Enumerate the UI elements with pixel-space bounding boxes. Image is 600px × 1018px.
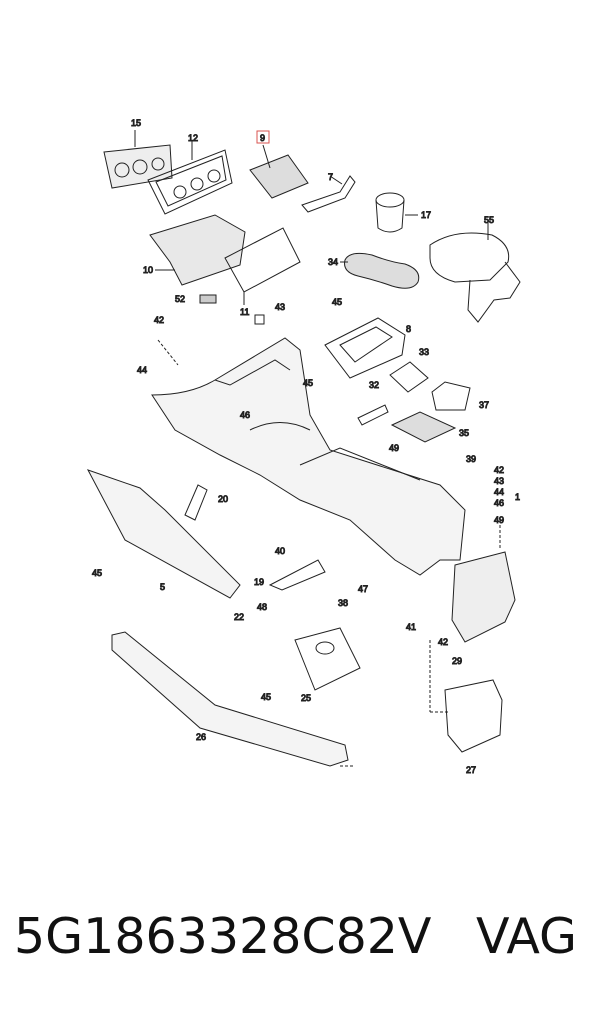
part-10-tray	[149, 214, 246, 286]
part-12-trim-panel	[147, 140, 233, 215]
callout-42c: 42	[438, 637, 448, 647]
callout-42b: 42	[494, 465, 504, 475]
callout-labels: 15 12 9 7 17 55 34 10 52 11 43 45 8 42 4…	[92, 118, 521, 776]
part-35-mat	[390, 411, 457, 443]
part-52-clip	[199, 294, 217, 304]
part-55-armrest	[429, 220, 521, 323]
part-32-bracket	[357, 404, 389, 426]
callout-43b: 43	[494, 476, 504, 486]
part-5-side-trim	[86, 469, 241, 599]
callout-11: 11	[240, 307, 249, 317]
part-number: 5G1863328C82V	[14, 908, 432, 965]
part-9-storage-mat	[249, 144, 309, 199]
callout-27: 27	[466, 765, 476, 775]
callout-34: 34	[328, 257, 338, 267]
part-37-bracket	[431, 381, 471, 411]
callout-26: 26	[196, 732, 206, 742]
highlight-box-9	[256, 130, 270, 144]
callout-44b: 44	[494, 487, 504, 497]
part-33-lid	[389, 361, 429, 393]
part-26-floor-trim	[111, 631, 349, 767]
callout-48: 48	[257, 602, 267, 612]
part-25-shifter	[294, 627, 361, 691]
callout-46a: 46	[240, 410, 250, 420]
callout-45a: 45	[332, 297, 342, 307]
callout-42a: 42	[154, 315, 164, 325]
callout-44a: 44	[137, 365, 147, 375]
callout-52: 52	[175, 294, 185, 304]
callout-17: 17	[421, 210, 431, 220]
callout-12: 12	[188, 133, 198, 143]
callout-20: 20	[218, 494, 228, 504]
callout-45c: 45	[92, 568, 102, 578]
callout-5: 5	[160, 582, 165, 592]
callout-49b: 49	[494, 515, 504, 525]
callout-40: 40	[275, 546, 285, 556]
callout-10: 10	[143, 265, 153, 275]
callout-45d: 45	[261, 692, 271, 702]
part-11-cover	[224, 227, 301, 305]
callout-47: 47	[358, 584, 368, 594]
part-17-cup-insert	[375, 192, 418, 233]
part-34-cup-mat	[340, 252, 420, 289]
leader-lines	[157, 339, 501, 767]
part-43-nut	[254, 314, 265, 325]
part-20-bracket	[184, 484, 208, 521]
callout-19: 19	[254, 577, 264, 587]
callout-39: 39	[466, 454, 476, 464]
brand-label: VAG	[476, 908, 578, 965]
callout-55: 55	[484, 215, 494, 225]
callout-15: 15	[131, 118, 141, 128]
callout-32: 32	[369, 380, 379, 390]
callout-49a: 49	[389, 443, 399, 453]
part-29-rear-vent	[451, 551, 516, 643]
callout-9: 9	[260, 133, 265, 143]
callout-25: 25	[301, 693, 311, 703]
callout-35: 35	[459, 428, 469, 438]
callout-7: 7	[328, 172, 333, 182]
part-7-handle	[301, 175, 356, 213]
callout-43: 43	[275, 302, 285, 312]
part-1-center-console	[151, 337, 466, 576]
callout-38: 38	[338, 598, 348, 608]
callout-37: 37	[479, 400, 489, 410]
callout-41: 41	[406, 622, 416, 632]
callout-46b: 46	[494, 498, 504, 508]
callout-45b: 45	[303, 378, 313, 388]
callout-22: 22	[234, 612, 244, 622]
part-27-lower-panel	[444, 679, 503, 753]
callout-29: 29	[452, 656, 462, 666]
callout-33: 33	[419, 347, 429, 357]
callout-1: 1	[515, 492, 520, 502]
callout-8: 8	[406, 324, 411, 334]
exploded-parts-diagram: 15 12 9 7 17 55 34 10 52 11 43 45 8 42 4…	[86, 118, 521, 776]
part-19-bracket	[268, 559, 326, 591]
part-8-shift-surround	[324, 317, 406, 379]
